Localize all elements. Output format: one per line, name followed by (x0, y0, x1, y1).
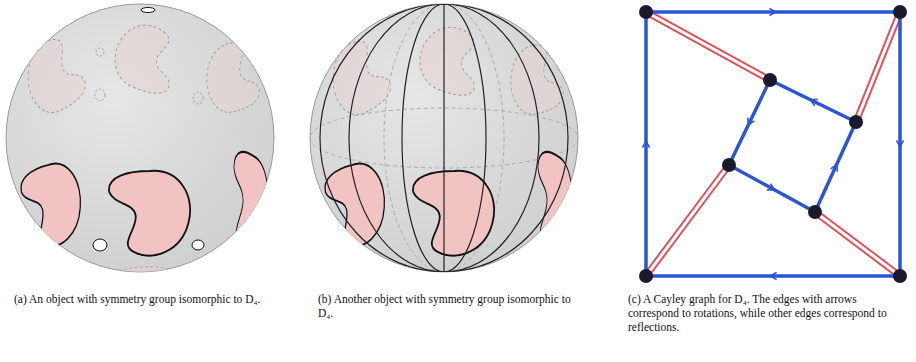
group-element-dot (639, 5, 653, 19)
rotation-arrow (773, 276, 900, 277)
reflection-edge (645, 14, 769, 82)
rotation-arrow (646, 12, 773, 13)
reflection-edge (647, 10, 771, 78)
rotation-edge (729, 80, 770, 165)
reflection-edge (858, 13, 902, 123)
group-element-dot (849, 115, 863, 129)
caption: (c) A Cayley graph for D₄. The edges wit… (628, 292, 910, 334)
sphere-a (6, 4, 275, 300)
cayley-graph (639, 5, 907, 283)
group-element-dot (808, 205, 822, 219)
rotation-arrow (646, 144, 647, 276)
rotation-arrow (813, 101, 856, 122)
group-element-dot (763, 73, 777, 87)
rotation-arrow (729, 165, 772, 189)
rotation-arrow (815, 167, 836, 212)
rotation-edge (729, 165, 815, 212)
group-element-dot (893, 269, 907, 283)
caption: (a) An object with symmetry group isomor… (14, 292, 276, 306)
rotation-edge (644, 12, 648, 276)
rotation-arrow (750, 80, 771, 123)
reflection-edge (854, 11, 898, 121)
reflection-edge (817, 210, 902, 274)
group-element-dot (639, 269, 653, 283)
group-element-dot (722, 158, 736, 172)
reflection-edge (648, 166, 731, 277)
caption: (b) Another object with symmetry group i… (318, 292, 580, 320)
rotation-edge (898, 12, 902, 276)
rotation-edge (815, 122, 856, 212)
rotation-arrow (900, 12, 901, 144)
rotation-edge (646, 274, 900, 278)
reflection-edge (813, 214, 898, 278)
reflection-edge (644, 164, 727, 275)
group-element-dot (893, 5, 907, 19)
rotation-edge (770, 80, 856, 122)
rotation-edge (646, 10, 900, 14)
sphere-b (310, 4, 578, 272)
